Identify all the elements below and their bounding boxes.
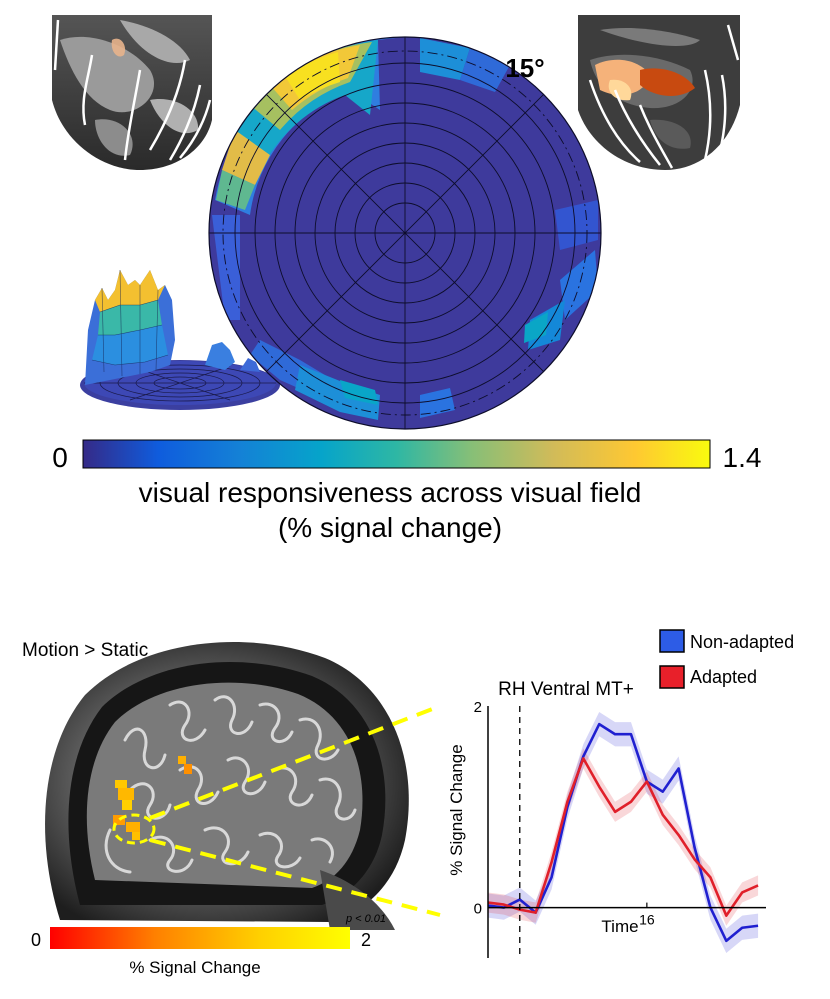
- chart-xlabel: Time: [601, 917, 638, 936]
- y-tick-label: 0: [474, 901, 482, 918]
- panel-a-visual-field: 15° 0 1.4 visual responsiveness across v…: [52, 15, 761, 543]
- legend-swatch-non-adapted: [659, 629, 685, 653]
- visual-field-surface-plot: [80, 269, 280, 410]
- chart-title: RH Ventral MT+: [498, 679, 634, 700]
- brain-colorbar-caption: % Signal Change: [129, 958, 260, 977]
- legend-label-adapted: Adapted: [690, 667, 757, 687]
- left-cortex-flatmap: [52, 15, 212, 170]
- x-tick-label: 16: [639, 912, 655, 928]
- chart-ylabel: % Signal Change: [447, 744, 466, 875]
- zoom-callout-lines: [149, 704, 441, 917]
- timecourse-chart: RH Ventral MT+ % Signal Change Time 0 2 16: [447, 679, 766, 958]
- brain-colorbar-min-label: 0: [31, 930, 41, 950]
- colorbar-caption-line1: visual responsiveness across visual fiel…: [139, 477, 642, 508]
- colorbar-caption-line2: (% signal change): [278, 512, 502, 543]
- legend-label-non-adapted: Non-adapted: [690, 632, 794, 652]
- timecourse-legend: Non-adapted Adapted: [659, 629, 794, 689]
- brain-activation-colorbar: 0 2 p < 0.01 % Signal Change: [31, 913, 386, 977]
- error-band-non-adapted: [488, 712, 759, 953]
- sagittal-brain-slice: [45, 641, 409, 930]
- brain-colorbar-max-label: 2: [361, 930, 371, 950]
- eccentricity-label: 15°: [505, 53, 544, 83]
- brain-colorbar-threshold-label: p < 0.01: [345, 913, 386, 925]
- activation-clusters: [113, 756, 192, 840]
- right-cortex-flatmap: [578, 15, 740, 170]
- colorbar-min-label: 0: [52, 442, 68, 473]
- panel-b-mt-adaptation: Motion > Static: [22, 629, 794, 977]
- visual-response-colorbar: 0 1.4 visual responsiveness across visua…: [52, 439, 762, 543]
- series-line-adapted: [487, 757, 759, 917]
- contrast-label: Motion > Static: [22, 640, 148, 661]
- colorbar-max-label: 1.4: [723, 442, 762, 473]
- legend-swatch-adapted: [659, 665, 685, 689]
- polar-visual-field-map: 15°: [208, 36, 602, 430]
- y-tick-label: 2: [474, 699, 482, 716]
- series-line-non-adapted: [487, 722, 759, 943]
